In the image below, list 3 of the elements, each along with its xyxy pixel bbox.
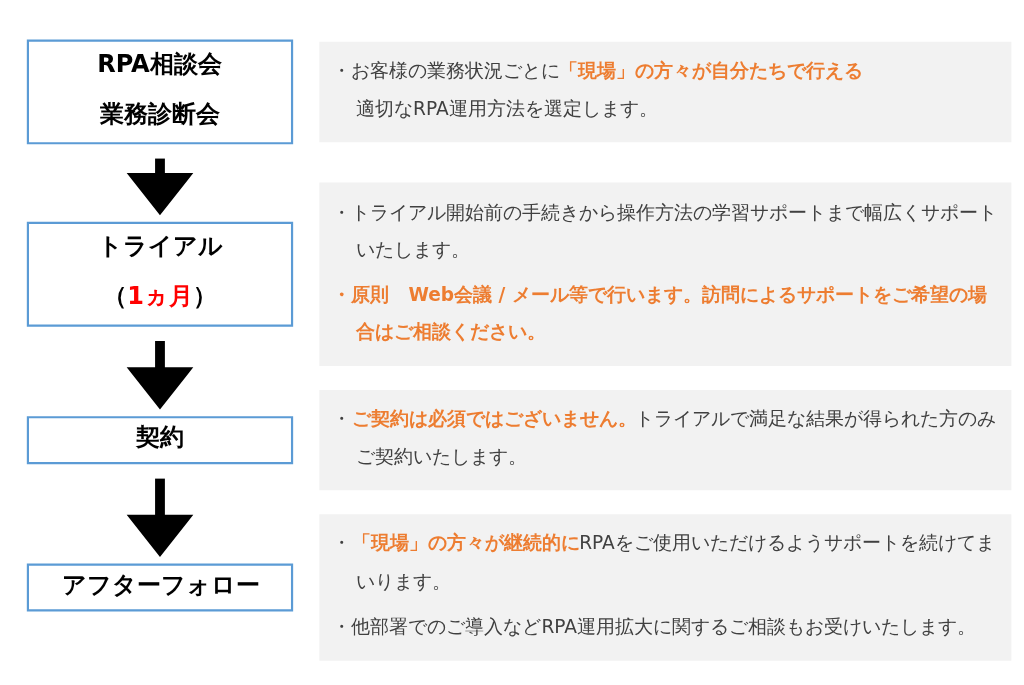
arrow <box>126 340 194 410</box>
arrow <box>126 158 194 215</box>
arrow <box>126 478 194 557</box>
